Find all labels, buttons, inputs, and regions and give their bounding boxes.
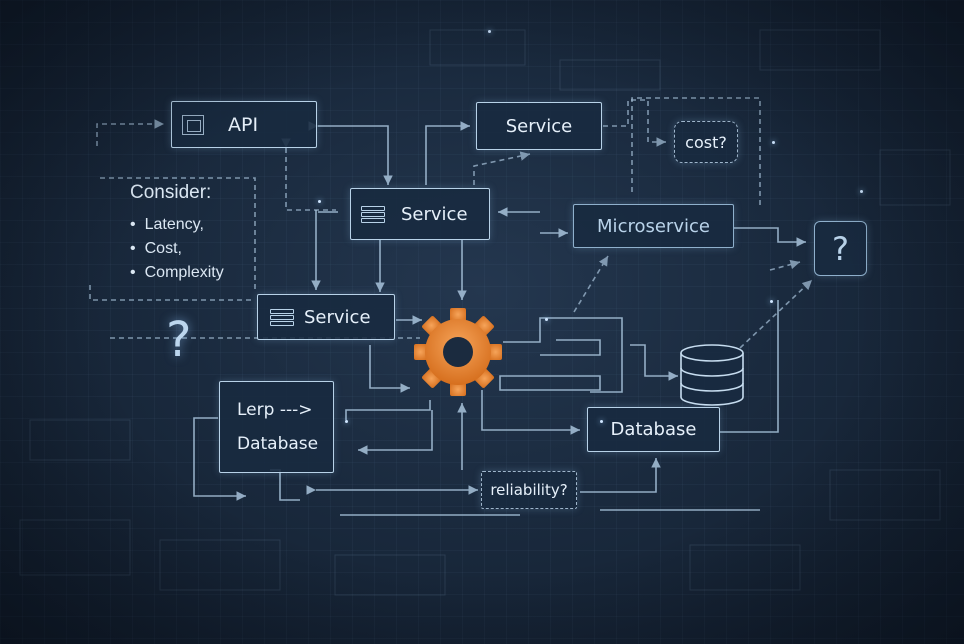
database-right-label: Database: [610, 419, 697, 440]
question-icon: ?: [166, 312, 192, 368]
service-left-node[interactable]: Service: [257, 294, 395, 340]
microservice-label: Microservice: [597, 215, 710, 237]
list-item: Cost,: [130, 240, 224, 258]
consider-list: Latency, Cost, Complexity: [130, 216, 224, 282]
question-icon: ?: [832, 229, 849, 268]
glow-dot: [488, 30, 491, 33]
glow-dot: [345, 420, 348, 423]
cost-question-node[interactable]: cost?: [674, 121, 738, 163]
database-cylinder-icon: [680, 344, 744, 406]
glow-dot: [772, 141, 775, 144]
cost-question-label: cost?: [685, 132, 727, 152]
reliability-question-node[interactable]: reliability?: [481, 471, 577, 509]
service-top-node[interactable]: Service: [476, 102, 602, 150]
service-top-label: Service: [505, 115, 573, 137]
api-label: API: [228, 113, 259, 136]
lerp-label: Lerp --->: [237, 400, 313, 420]
consider-title: Consider:: [130, 182, 212, 203]
server-stack-icon: [270, 307, 296, 327]
api-node[interactable]: API: [171, 101, 317, 148]
window-icon: [182, 114, 204, 135]
server-stack-icon: [361, 204, 387, 224]
microservice-node[interactable]: Microservice: [573, 204, 734, 248]
question-box-node[interactable]: ?: [814, 221, 867, 276]
database-left-label: Database: [237, 434, 319, 454]
gear-icon: [414, 308, 502, 396]
glow-dot: [770, 300, 773, 303]
database-right-node[interactable]: Database: [587, 407, 720, 452]
reliability-question-label: reliability?: [490, 481, 568, 499]
list-item: Complexity: [130, 264, 224, 282]
glow-dot: [545, 318, 548, 321]
glow-dot: [600, 420, 603, 423]
service-left-label: Service: [304, 306, 371, 328]
consider-note: Consider: Latency, Cost, Complexity: [130, 182, 224, 288]
service-mid-node[interactable]: Service: [350, 188, 490, 240]
lerp-database-node[interactable]: Lerp ---> Database: [219, 381, 334, 473]
glow-dot: [860, 190, 863, 193]
glow-dot: [318, 200, 321, 203]
list-item: Latency,: [130, 216, 224, 234]
service-mid-label: Service: [401, 203, 468, 225]
